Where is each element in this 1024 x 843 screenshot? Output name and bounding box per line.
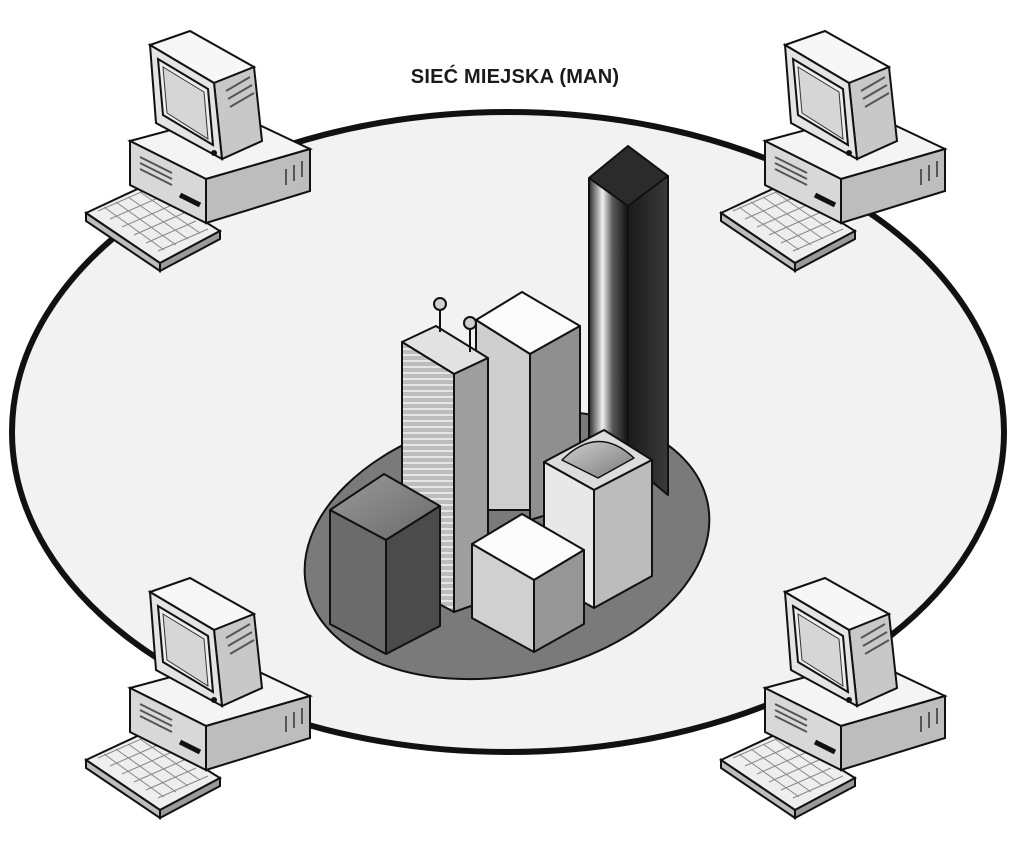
tall-tower [588, 145, 669, 496]
diagram-title: SIEĆ MIEJSKA (MAN) [410, 66, 620, 88]
dark-block-building [329, 473, 441, 655]
computer-top-right [721, 31, 945, 271]
desktop-computer-icon [721, 31, 945, 271]
city-buildings [329, 145, 669, 655]
white-cube-building [471, 513, 585, 653]
antenna-left [433, 297, 447, 332]
antenna-right [463, 316, 477, 352]
